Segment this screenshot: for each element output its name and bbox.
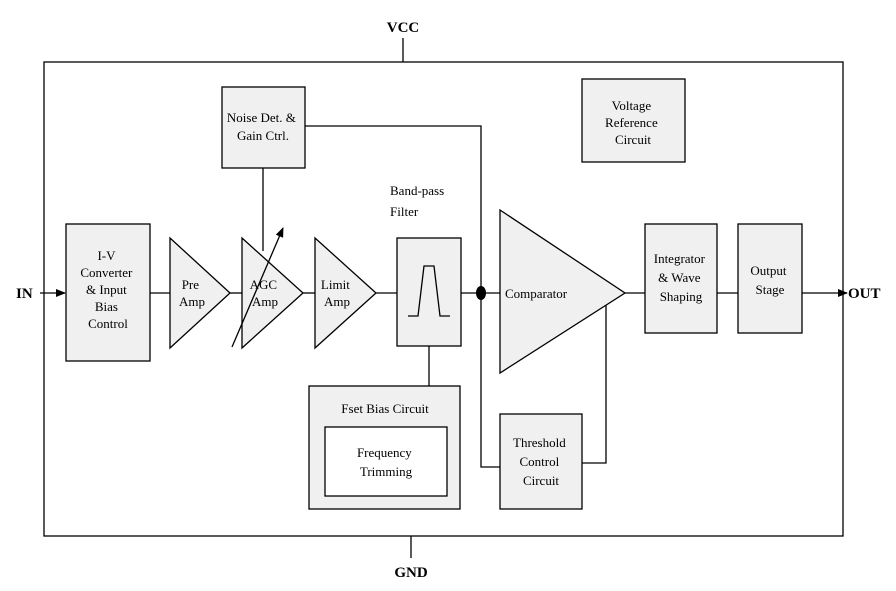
limit-amp-label: Limit Amp [321,277,353,309]
agc-amp-triangle [241,236,304,350]
junction-dot [476,286,486,300]
vcc-label: VCC [387,20,420,36]
fset-bias-label: Fset Bias Circuit [341,401,429,416]
pre-amp-label: Pre Amp [179,277,205,309]
in-label: IN [16,286,33,302]
noise-det-block [221,86,306,169]
gnd-label: GND [394,565,428,581]
agc-variable-arrow [231,227,284,348]
output-stage-block [737,223,803,334]
voltage-reference-block [581,78,686,163]
integrator-label: Integrator & Wave Shaping [654,251,709,304]
iv-converter-label: I-V Converter & Input Bias Control [80,248,135,331]
iv-converter-block [65,223,151,362]
bandpass-filter-block [396,237,462,347]
frequency-trimming-block [324,426,448,497]
wire-threshold-comp [582,303,607,464]
comparator-label: Comparator [505,286,568,301]
bandpass-title: Band-pass Filter [390,183,447,219]
output-stage-label: Output Stage [750,263,789,297]
out-label: OUT [848,286,881,302]
noise-det-label: Noise Det. & Gain Ctrl. [227,110,299,143]
pre-amp-triangle [169,236,231,350]
threshold-control-block [499,413,583,510]
threshold-control-label: Threshold Control Circuit [513,435,569,488]
limit-amp-triangle [314,236,377,350]
comparator-triangle [499,208,627,375]
bandpass-response-icon [408,265,450,317]
voltage-reference-label: Voltage Reference Circuit [605,98,661,147]
frequency-trimming-label: Frequency Trimming [357,445,415,479]
integrator-block [644,223,718,334]
